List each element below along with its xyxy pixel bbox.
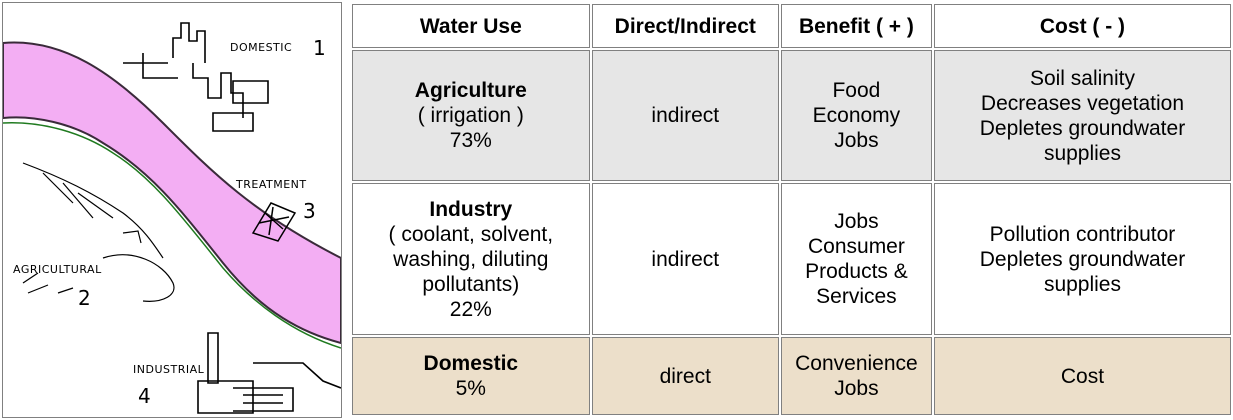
river [3,41,341,345]
benefit-line: Jobs [834,377,879,400]
cost-line: Pollution contributor [989,222,1176,246]
header-water-use: Water Use [352,4,590,48]
use-detail-line: ( coolant, solvent, [388,222,554,246]
benefit-cell: Jobs Consumer Products & Services [780,183,932,335]
river-bank-line [3,122,341,349]
water-use-illustration: DOMESTIC 1 TREATMENT 3 AGRICULTURAL 2 IN… [2,2,342,418]
use-detail-line: washing, diluting [393,247,549,271]
use-name: Industry [429,197,513,221]
industrial-label: INDUSTRIAL [133,363,205,376]
cost-cell: Soil salinity Decreases vegetation Deple… [933,50,1231,181]
use-name: Agriculture [414,79,527,102]
domestic-label: DOMESTIC [230,41,292,54]
benefit-line: Jobs [834,210,879,233]
use-detail-line: pollutants) [422,272,520,296]
benefit-line: Products & [805,260,908,283]
benefit-line: Convenience [795,352,918,375]
treatment-label: TREATMENT [235,178,307,191]
cost-line: supplies [1043,141,1121,165]
table-row-industry: Industry ( coolant, solvent, washing, di… [352,183,1231,335]
cost-line: Depletes groundwater [979,116,1186,140]
table-row-agriculture: Agriculture ( irrigation ) 73% indirect … [352,50,1231,181]
cost-line: supplies [1043,272,1121,296]
benefit-line: Jobs [834,129,879,152]
use-percent: 5% [455,377,486,400]
benefit-line: Food [832,79,881,102]
header-direct-indirect: Direct/Indirect [591,4,779,48]
use-percent: 22% [449,297,492,321]
agricultural-sketch [22,162,175,302]
domestic-number: 1 [313,36,326,60]
header-benefit: Benefit ( + ) [780,4,932,48]
water-use-cell: Industry ( coolant, solvent, washing, di… [352,183,590,335]
use-name: Domestic [423,352,519,375]
industrial-number: 4 [138,384,151,408]
water-use-cell: Domestic 5% [352,337,590,415]
benefit-line: Consumer [807,235,905,258]
cost-line: Decreases vegetation [980,91,1185,115]
use-detail-line: ( irrigation ) [417,104,524,127]
treatment-sketch [251,202,297,242]
benefit-line: Services [816,285,897,308]
header-cost: Cost ( - ) [933,4,1231,48]
domestic-sketch [123,22,269,132]
use-percent: 73% [449,129,492,152]
table-row-domestic: Domestic 5% direct Convenience Jobs Cost [352,337,1231,415]
cost-cell: Cost [933,337,1231,415]
treatment-number: 3 [303,199,316,223]
cost-line: Depletes groundwater [979,247,1186,271]
direct-indirect-cell: indirect [591,183,779,335]
direct-indirect-cell: indirect [591,50,779,181]
agricultural-number: 2 [78,286,91,310]
agricultural-label: AGRICULTURAL [13,263,102,276]
benefit-cell: Convenience Jobs [780,337,932,415]
cost-cell: Pollution contributor Depletes groundwat… [933,183,1231,335]
direct-indirect-cell: direct [591,337,779,415]
benefit-line: Economy [812,104,901,127]
water-use-cell: Agriculture ( irrigation ) 73% [352,50,590,181]
table-header-row: Water Use Direct/Indirect Benefit ( + ) … [352,4,1231,48]
benefit-cell: Food Economy Jobs [780,50,932,181]
river-diagram: DOMESTIC 1 TREATMENT 3 AGRICULTURAL 2 IN… [3,22,341,414]
water-use-table: Water Use Direct/Indirect Benefit ( + ) … [350,2,1233,417]
cost-line: Soil salinity [1029,66,1135,90]
industrial-sketch [197,332,341,414]
